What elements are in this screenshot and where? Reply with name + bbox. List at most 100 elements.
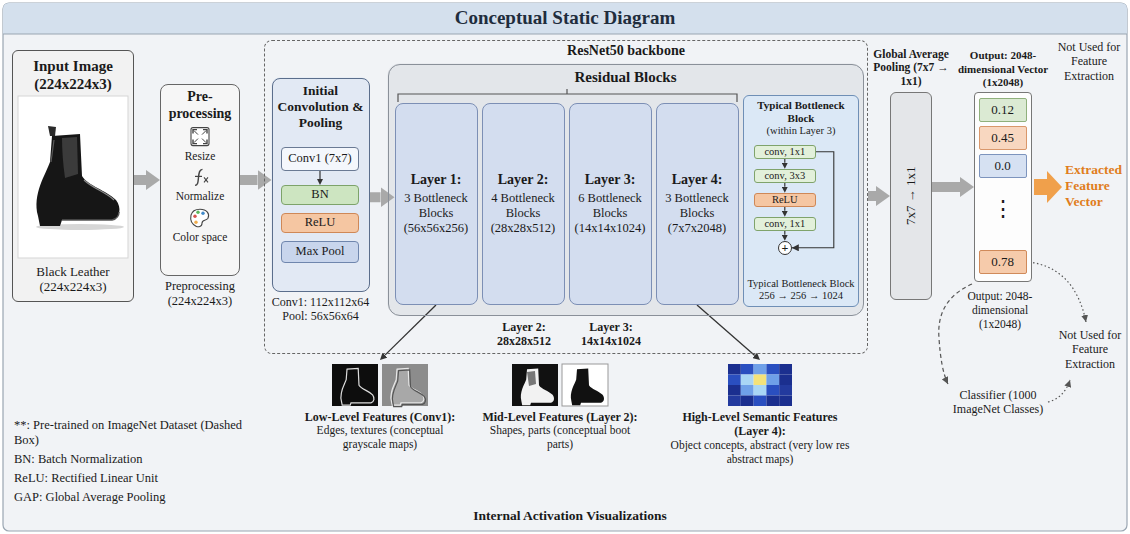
map-cell bbox=[779, 396, 792, 407]
leader-line bbox=[1029, 262, 1086, 322]
icon-stroke bbox=[191, 209, 209, 227]
connector bbox=[932, 182, 960, 192]
node-text: conv, 3x3 bbox=[764, 170, 805, 182]
title-bar: Conceptual Static Diagram bbox=[0, 3, 1130, 34]
map-cell bbox=[728, 385, 741, 396]
node-text: + bbox=[781, 242, 788, 254]
box-fills bbox=[12, 50, 864, 316]
map-cell bbox=[741, 375, 754, 386]
vector-cell: 0.12 bbox=[979, 98, 1027, 122]
annotation: Output: 2048-dimensional (1x2048) bbox=[950, 290, 1050, 331]
boot-sole bbox=[62, 212, 119, 220]
group-bracket bbox=[398, 89, 737, 102]
node-text: High-Level Semantic Features (Layer 4): bbox=[670, 410, 850, 439]
node-text: BN bbox=[311, 188, 328, 202]
feature-map-image bbox=[382, 364, 428, 406]
node-text: Black Leather (224x224x3) bbox=[17, 264, 129, 295]
feature-map: High-Level Semantic Features (Layer 4):O… bbox=[670, 360, 850, 472]
op-box: ReLU bbox=[754, 193, 816, 207]
feature-map: Low-Level Features (Conv1):Edges, textur… bbox=[300, 360, 460, 472]
map-cell bbox=[754, 385, 767, 396]
annotation: Extracted Feature Vector bbox=[1065, 162, 1127, 211]
layer-box: Layer 1:3 Bottleneck Blocks (56x56x256) bbox=[395, 103, 478, 305]
icon bbox=[195, 169, 208, 185]
boot-pull-tab bbox=[48, 126, 56, 136]
node-text: 3 Bottleneck Blocks (56x56x256) bbox=[398, 191, 475, 236]
icon-stroke bbox=[194, 131, 206, 143]
node-text: 7x7 → 1x1 bbox=[903, 167, 919, 226]
icon-stroke bbox=[195, 169, 203, 185]
map-cell bbox=[741, 385, 754, 396]
box-fill bbox=[388, 64, 864, 316]
annotation: Layer 2: 28x28x512 bbox=[483, 320, 565, 349]
layer-box: Layer 4:3 Bottleneck Blocks (7x7x2048) bbox=[656, 103, 739, 305]
connector bbox=[319, 171, 320, 179]
node-text: Resize bbox=[185, 150, 216, 164]
leader-line bbox=[939, 284, 972, 384]
part-shape bbox=[527, 371, 536, 386]
feature-map-image bbox=[332, 364, 378, 406]
node-text: Preprocessing (224x224x3) bbox=[150, 279, 250, 309]
node-text: 4 Bottleneck Blocks (28x28x512) bbox=[485, 191, 562, 236]
node-text: ResNet50 backbone bbox=[567, 43, 685, 60]
node-text: 3 Bottleneck Blocks (7x7x2048) bbox=[659, 191, 736, 236]
annotation: Internal Activation Visualizations bbox=[420, 508, 720, 524]
vector-box: Output: 2048-dimensional Vector (1x2048)… bbox=[974, 92, 1032, 282]
boot-illustration bbox=[36, 126, 124, 230]
connector bbox=[784, 231, 785, 235]
node-text: 0.45 bbox=[991, 130, 1014, 146]
vector-cell: 0.0 bbox=[979, 154, 1027, 178]
annotation: Classifier (1000 ImageNet Classes) bbox=[944, 388, 1052, 417]
node-text: Pre- processing bbox=[164, 89, 236, 123]
layer-box: Layer 3:6 Bottleneck Blocks (14x14x1024) bbox=[569, 103, 652, 305]
boot-body bbox=[37, 134, 120, 226]
node-text: 0.0 bbox=[995, 158, 1011, 174]
map-cell bbox=[754, 396, 767, 407]
op-box: conv, 1x1 bbox=[754, 217, 816, 231]
node-text: Global Average Pooling (7x7 → 1x1) bbox=[868, 48, 954, 89]
node-text: Normalize bbox=[176, 190, 225, 204]
sum-node: + bbox=[778, 241, 792, 255]
vector-cell: 0.45 bbox=[979, 126, 1027, 150]
map-cell bbox=[766, 396, 779, 407]
detail-panel: Typical Bottleneck Block(within Layer 3)… bbox=[743, 95, 859, 307]
page-frame bbox=[3, 3, 1127, 531]
icon-stroke bbox=[195, 176, 202, 177]
connector bbox=[697, 305, 755, 355]
icon-dot bbox=[193, 214, 196, 217]
node-text: Shapes, parts (conceptual boot parts) bbox=[480, 424, 640, 452]
diagram-title: Conceptual Static Diagram bbox=[455, 7, 676, 30]
boot-highlight bbox=[84, 180, 114, 200]
leader-line bbox=[1048, 380, 1070, 402]
map-cell bbox=[779, 364, 792, 375]
node-text: Conv1: 112x112x64 Pool: 56x56x64 bbox=[264, 295, 378, 324]
map-cell bbox=[766, 375, 779, 386]
emboss-shadow bbox=[392, 370, 425, 407]
node-text: Output: 2048-dimensional Vector (1x2048) bbox=[953, 49, 1053, 89]
backbone-region: ResNet50 backboneInitial Convolution & P… bbox=[264, 40, 868, 354]
node-text: ReLU bbox=[772, 194, 798, 206]
group-box: Residual BlocksLayer 1:3 Bottleneck Bloc… bbox=[388, 64, 864, 316]
box-fill bbox=[743, 95, 859, 307]
map-cell bbox=[728, 396, 741, 407]
map-cell bbox=[728, 375, 741, 386]
box-fill bbox=[160, 84, 240, 276]
annotation: Layer 3: 14x14x1024 bbox=[570, 320, 652, 349]
icon bbox=[191, 209, 209, 227]
connector bbox=[868, 191, 876, 201]
annotation: **: Pre-trained on ImageNet Dataset (Das… bbox=[14, 418, 254, 448]
node-text: Initial Convolution & Pooling bbox=[276, 83, 366, 132]
connector bbox=[240, 175, 258, 185]
node-text: Conv1 (7x7) bbox=[288, 152, 352, 166]
stage-box: Initial Convolution & PoolingConv1: 112x… bbox=[272, 78, 370, 292]
map-cell bbox=[766, 364, 779, 375]
layer-box: Layer 2:4 Bottleneck Blocks (28x28x512) bbox=[482, 103, 565, 305]
op-box: conv, 3x3 bbox=[754, 169, 816, 183]
node-text: Object concepts, abstract (very low res … bbox=[670, 439, 850, 467]
map-cell bbox=[766, 385, 779, 396]
title-rule bbox=[3, 33, 1127, 34]
connector bbox=[370, 192, 381, 202]
node-text: Edges, textures (conceptual grayscale ma… bbox=[300, 424, 460, 452]
map-cell bbox=[741, 364, 754, 375]
